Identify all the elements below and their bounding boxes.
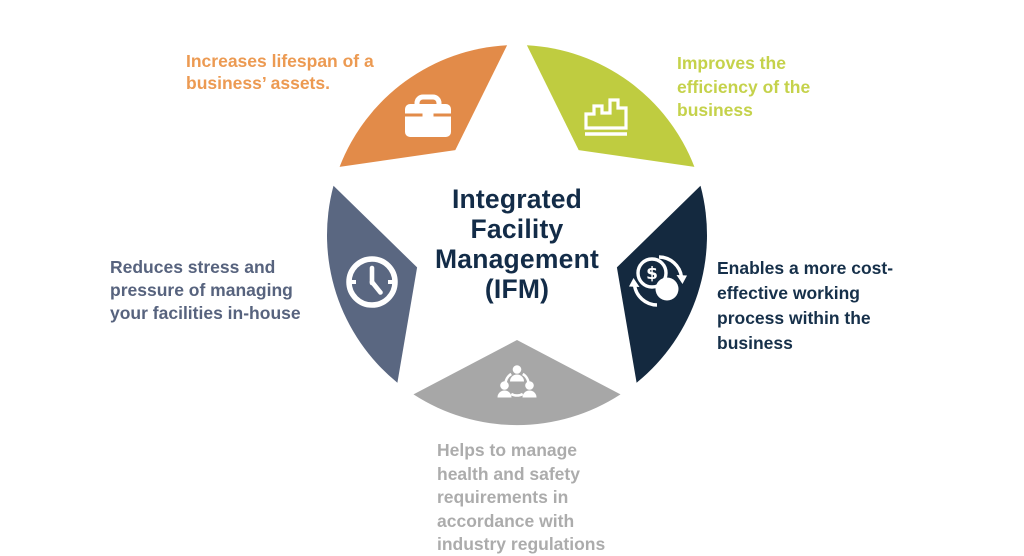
title-line: Management — [435, 244, 599, 274]
title-line: Integrated — [451, 184, 583, 214]
label-line: process within the — [717, 308, 871, 328]
title-line: Facility — [470, 214, 564, 244]
label-line: Helps to manage — [437, 440, 578, 460]
wedge-safety — [413, 340, 621, 426]
label-line: industry regulations — [437, 534, 606, 554]
label-line: health and safety — [437, 463, 580, 484]
label-line: Enables a more cost- — [717, 258, 894, 278]
label-line: business — [677, 100, 753, 120]
label-line: Improves the — [677, 53, 786, 73]
label-line: business’ assets. — [186, 72, 330, 93]
label-line: requirements in — [437, 487, 569, 507]
label-line: pressure of managing — [110, 280, 293, 300]
label-safety: Helps to manage health and safety requir… — [437, 439, 605, 556]
label-line: effective working — [717, 283, 860, 303]
label-stress: Reduces stress and pressure of managing … — [110, 256, 301, 325]
clock-icon — [346, 256, 398, 308]
label-line: efficiency of the — [677, 76, 811, 97]
diagram-title: Integrated Facility Management (IFM) — [342, 184, 692, 304]
team-icon — [497, 365, 537, 398]
label-line: your facilities in-house — [110, 303, 301, 323]
label-line: accordance with — [437, 510, 575, 531]
bar-chart-icon — [584, 98, 628, 136]
dollar-symbol: $ — [646, 264, 658, 284]
briefcase-icon — [405, 94, 451, 137]
label-line: Reduces stress and — [110, 257, 276, 277]
label-efficiency: Improves the efficiency of the business — [677, 52, 810, 123]
title-line: (IFM) — [484, 274, 550, 304]
label-line: Increases lifespan of a — [186, 51, 374, 71]
label-assets: Increases lifespan of a business’ assets… — [186, 51, 374, 94]
label-cost: Enables a more cost- effective working p… — [717, 256, 893, 356]
money-exchange-icon: $ — [629, 255, 687, 307]
label-line: business — [717, 333, 793, 353]
